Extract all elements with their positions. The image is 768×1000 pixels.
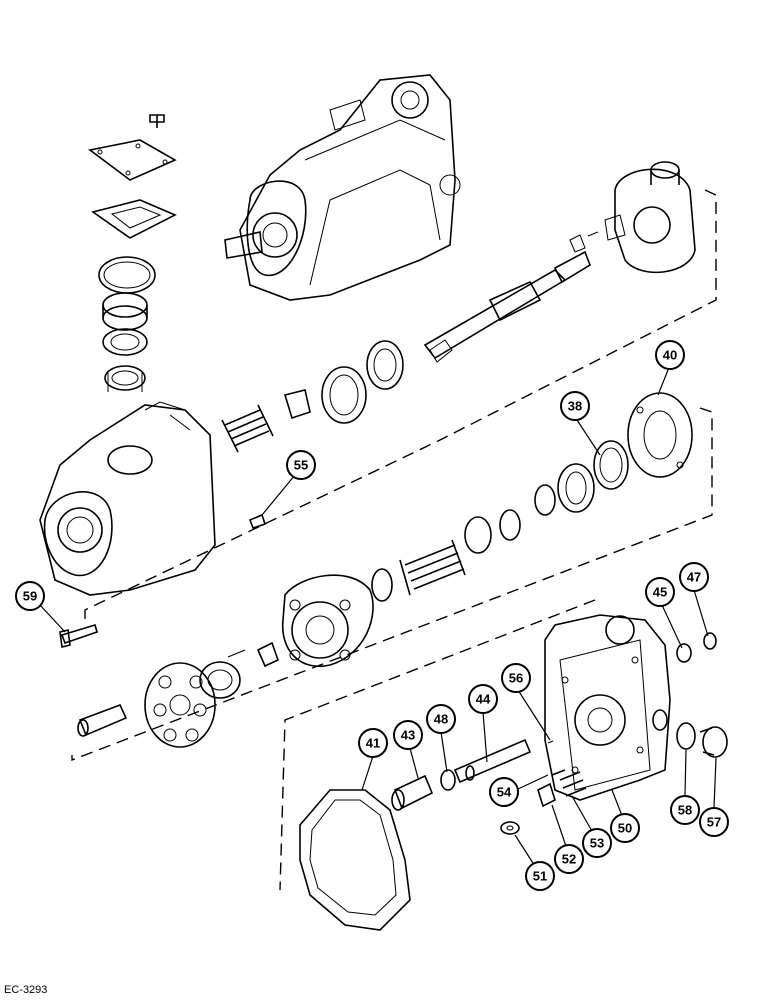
callout-40: 40 — [655, 340, 685, 370]
svg-text:38: 38 — [568, 399, 582, 414]
callout-55: 55 — [286, 450, 316, 480]
svg-text:47: 47 — [687, 570, 701, 585]
svg-text:43: 43 — [401, 728, 415, 743]
svg-text:45: 45 — [653, 585, 667, 600]
gasket-41 — [299, 789, 411, 931]
drive-shaft — [423, 250, 591, 363]
svg-text:52: 52 — [562, 852, 576, 867]
callout-47: 47 — [679, 562, 709, 592]
assembled-pump — [224, 74, 461, 301]
svg-text:54: 54 — [497, 785, 512, 800]
svg-text:56: 56 — [509, 671, 523, 686]
callout-59: 59 — [15, 581, 45, 611]
bolt-59 — [59, 623, 98, 648]
fittings — [676, 632, 728, 758]
svg-text:57: 57 — [707, 815, 721, 830]
callout-57: 57 — [699, 807, 729, 837]
end-cover — [544, 614, 671, 801]
callout-48: 48 — [426, 704, 456, 734]
callout-56: 56 — [501, 663, 531, 693]
callout-45: 45 — [645, 577, 675, 607]
compensator-parts — [391, 738, 587, 835]
retainer-group — [77, 661, 241, 748]
svg-text:53: 53 — [590, 836, 604, 851]
svg-text:41: 41 — [366, 736, 380, 751]
callout-41: 41 — [358, 728, 388, 758]
svg-text:58: 58 — [678, 803, 692, 818]
assembly-guide-lines — [71, 189, 717, 891]
shaft-bearing-parts — [221, 340, 404, 453]
callout-54: 54 — [489, 777, 519, 807]
callout-50: 50 — [610, 813, 640, 843]
callout-44: 44 — [468, 684, 498, 714]
pin-55 — [248, 513, 267, 530]
svg-text:50: 50 — [618, 821, 632, 836]
port-plate-group — [534, 392, 693, 516]
figure-reference-code: EC-3293 — [4, 984, 48, 996]
svg-text:59: 59 — [23, 589, 37, 604]
svg-text:44: 44 — [476, 692, 491, 707]
rotating-group — [227, 509, 521, 668]
pump-housing — [39, 401, 216, 596]
svg-text:51: 51 — [533, 869, 547, 884]
callout-51: 51 — [525, 861, 555, 891]
callout-43: 43 — [393, 720, 423, 750]
swashplate — [569, 161, 696, 274]
callout-38: 38 — [560, 391, 590, 421]
cover-and-bearing-stack — [88, 114, 177, 392]
callout-52: 52 — [554, 844, 584, 874]
svg-text:48: 48 — [434, 712, 448, 727]
callout-53: 53 — [582, 828, 612, 858]
callout-leaders — [39, 369, 717, 875]
svg-text:55: 55 — [294, 458, 308, 473]
svg-text:40: 40 — [663, 348, 677, 363]
callout-58: 58 — [670, 795, 700, 825]
